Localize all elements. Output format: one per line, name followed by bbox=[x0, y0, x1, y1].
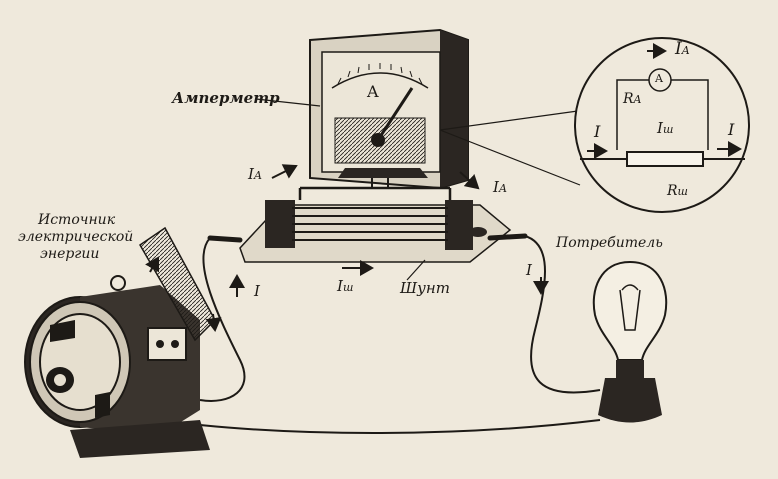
inset-current-in-label: I bbox=[594, 122, 601, 141]
inset-resistance-ammeter-label: RA bbox=[623, 91, 642, 107]
source-label-line1: Источник bbox=[38, 212, 116, 228]
current-right-label: I bbox=[526, 261, 532, 279]
inset-current-shunt-label: Iш bbox=[657, 119, 674, 137]
consumer-label: Потребитель bbox=[556, 235, 663, 251]
shunt-leader-line bbox=[406, 259, 426, 281]
meter-face-letter: A bbox=[367, 82, 379, 101]
current-ammeter-right-label: IA bbox=[493, 178, 507, 196]
inset-callout bbox=[439, 37, 750, 213]
shunt-device bbox=[207, 200, 528, 263]
ammeter-leader-line bbox=[256, 98, 321, 107]
current-left-label: I bbox=[254, 282, 260, 300]
inset-resistance-shunt-label: Rш bbox=[667, 183, 688, 199]
inset-current-out-label: I bbox=[728, 120, 735, 139]
current-arrows bbox=[145, 43, 742, 332]
source-label-line3: энергии bbox=[40, 246, 100, 262]
generator-device bbox=[24, 226, 216, 458]
circuit-wires bbox=[160, 235, 601, 435]
current-shunt-label: Iш bbox=[337, 277, 354, 295]
inset-current-ammeter-label: IA bbox=[675, 39, 690, 59]
source-label-line2: электрической bbox=[18, 229, 134, 245]
current-ammeter-left-label: IA bbox=[248, 165, 262, 183]
shunt-label: Шунт bbox=[400, 279, 450, 297]
ammeter-device bbox=[298, 28, 469, 200]
ammeter-label: Амперметр bbox=[172, 89, 280, 107]
inset-ammeter-symbol: A bbox=[655, 72, 663, 85]
lamp-device bbox=[592, 260, 668, 423]
